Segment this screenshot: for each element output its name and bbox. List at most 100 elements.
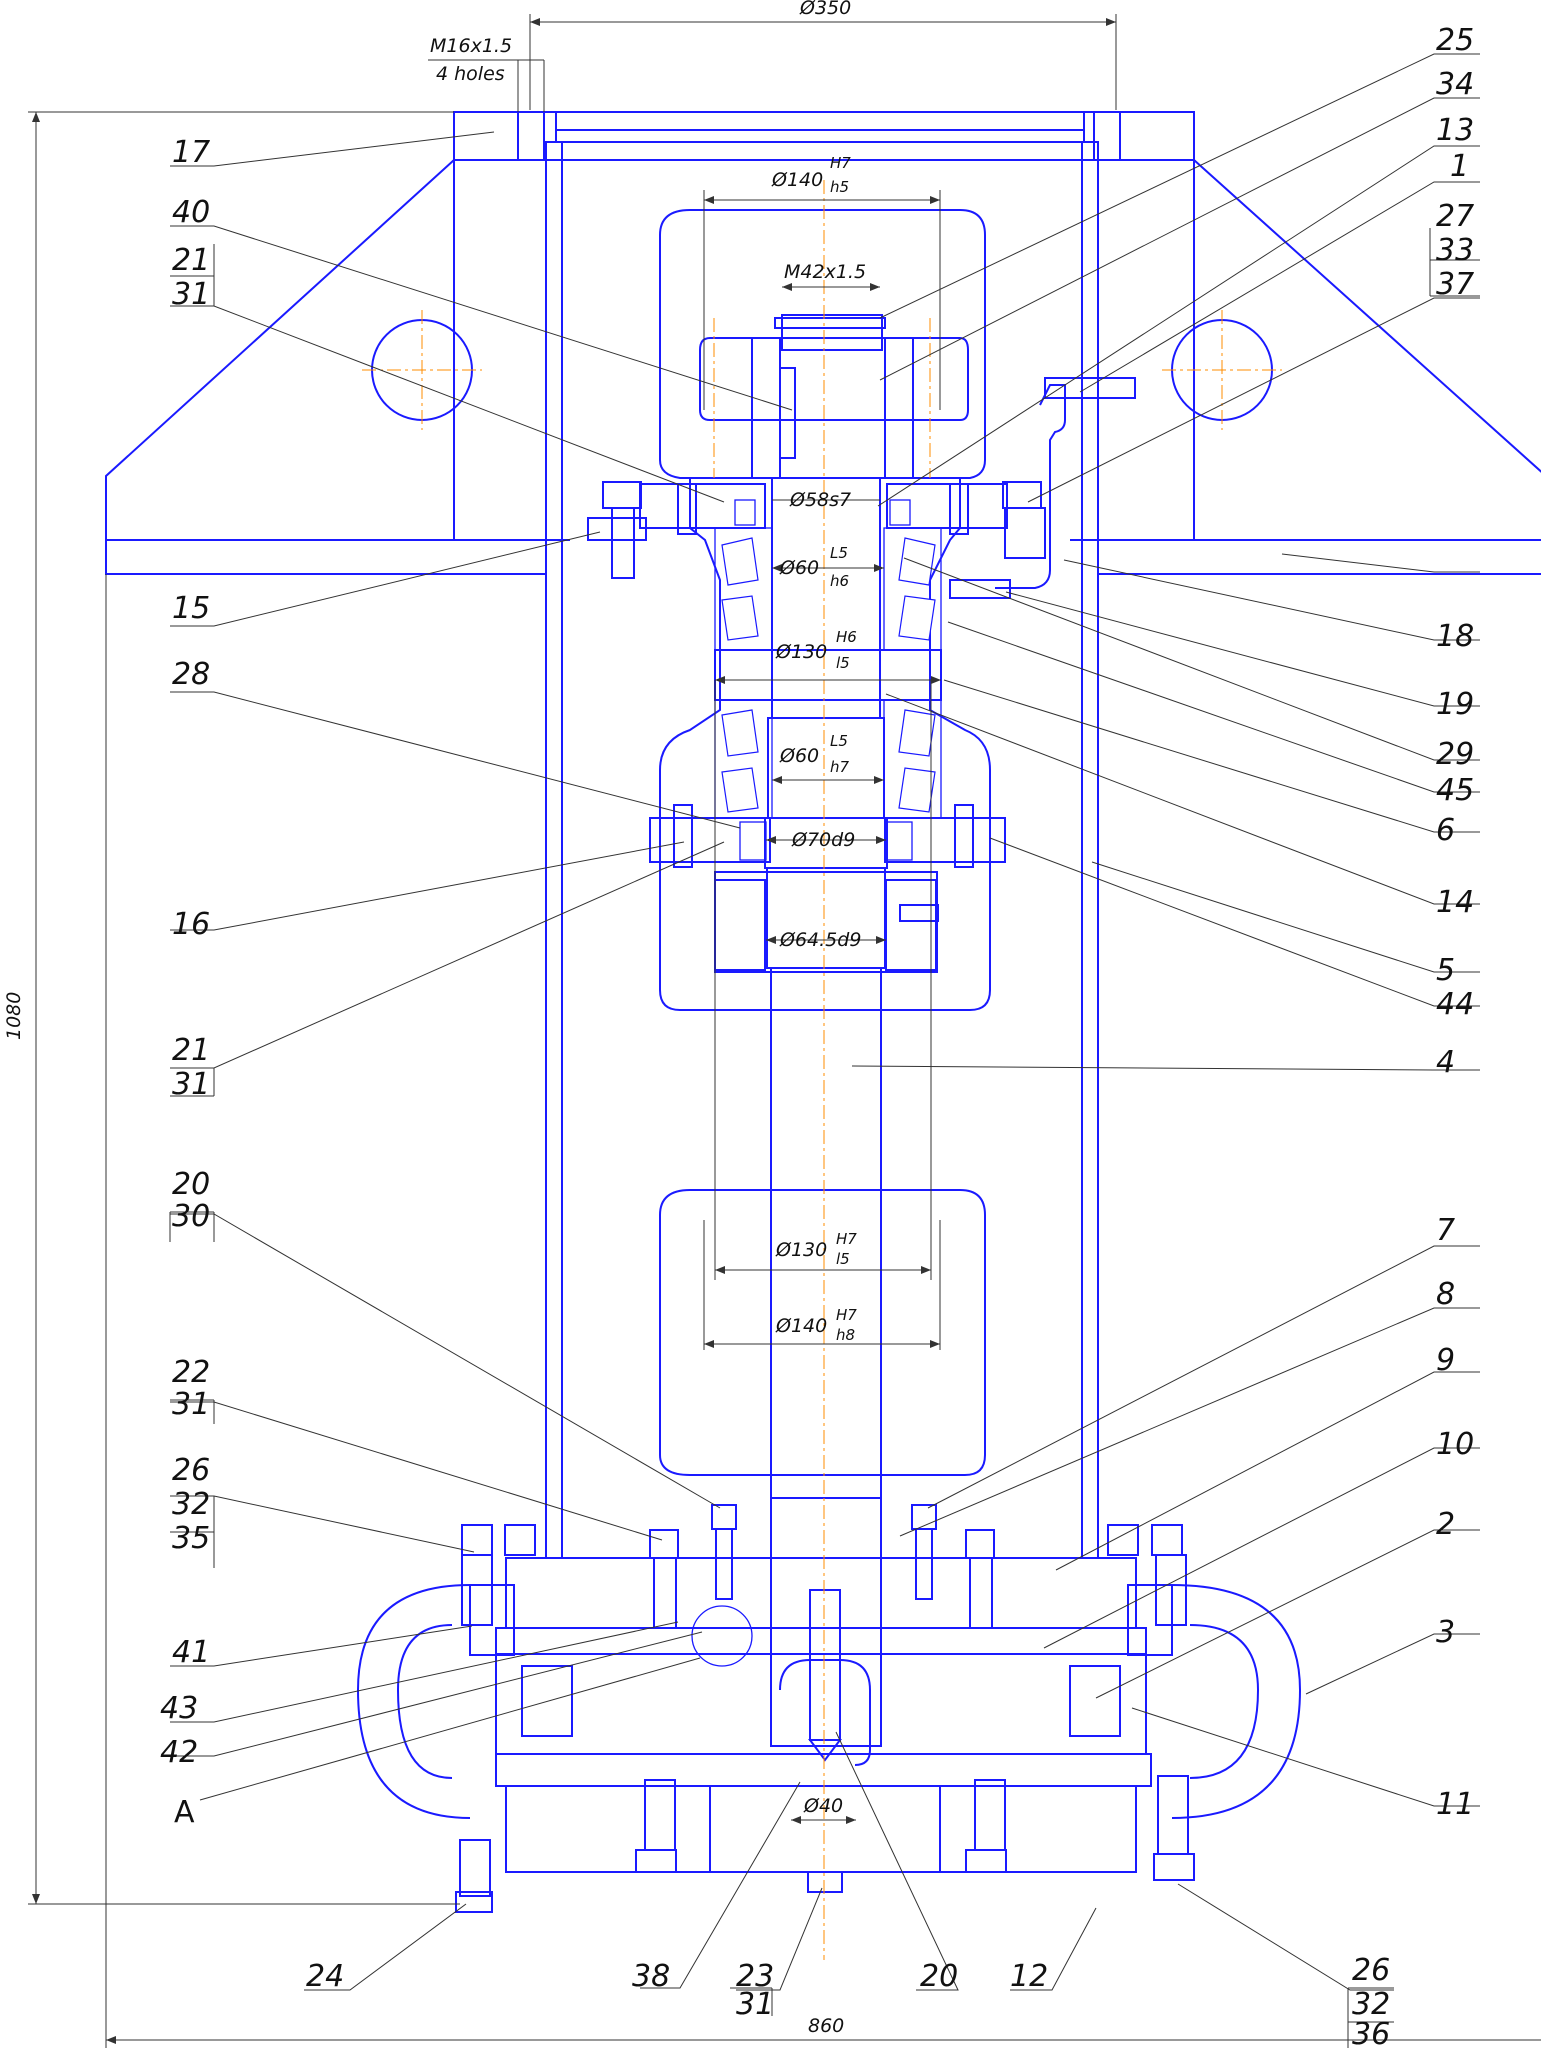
callout-8: 8 bbox=[1436, 1277, 1455, 1312]
callout-27: 27 bbox=[1436, 199, 1474, 234]
dimension-lines bbox=[28, 14, 1541, 2048]
svg-text:Ø60: Ø60 bbox=[779, 557, 819, 579]
dim-d40: Ø40 bbox=[803, 1795, 843, 1817]
callout-18: 18 bbox=[1436, 619, 1474, 654]
dim-d58: Ø58s7 bbox=[789, 489, 851, 511]
dim-d60-upper: Ø60 L5 h6 bbox=[779, 544, 849, 590]
svg-text:H7: H7 bbox=[836, 1230, 857, 1248]
svg-text:h6: h6 bbox=[830, 572, 849, 590]
callout-43: 43 bbox=[160, 1691, 198, 1726]
svg-text:h7: h7 bbox=[830, 758, 850, 776]
callout-9: 9 bbox=[1436, 1343, 1455, 1378]
svg-text:h8: h8 bbox=[836, 1326, 855, 1344]
bearing-housing bbox=[659, 477, 991, 1011]
dim-d130-upper: Ø130 H6 l5 bbox=[775, 628, 857, 672]
callout-4: 4 bbox=[1436, 1045, 1455, 1080]
callout-40: 40 bbox=[172, 195, 210, 230]
callout-23: 23 bbox=[736, 1959, 774, 1994]
dim-nut-thread: M42x1.5 bbox=[784, 261, 866, 283]
callout-10: 10 bbox=[1436, 1427, 1474, 1462]
callout-2: 2 bbox=[1436, 1507, 1455, 1542]
callout-3: 3 bbox=[1436, 1615, 1455, 1650]
spindle-nut bbox=[699, 337, 969, 421]
dim-d130-lower: Ø130 H7 l5 bbox=[775, 1230, 857, 1268]
callout-30: 30 bbox=[172, 1199, 210, 1234]
svg-text:Ø130: Ø130 bbox=[775, 1239, 827, 1261]
column-left bbox=[545, 141, 563, 1559]
svg-text:l5: l5 bbox=[836, 654, 850, 672]
callout-13: 13 bbox=[1436, 113, 1474, 148]
callout-38: 38 bbox=[632, 1959, 670, 1994]
callout-41: 41 bbox=[172, 1635, 210, 1670]
svg-text:H6: H6 bbox=[836, 628, 857, 646]
callout-15: 15 bbox=[172, 591, 210, 626]
callout-1: 1 bbox=[1450, 149, 1469, 184]
lower-box bbox=[659, 1189, 986, 1476]
leader-lines bbox=[169, 53, 1480, 2048]
upper-head bbox=[659, 209, 986, 479]
callout-42: 42 bbox=[160, 1735, 198, 1770]
callout-32: 32 bbox=[172, 1487, 210, 1522]
callout-22: 22 bbox=[172, 1355, 210, 1390]
callout-21: 21 bbox=[172, 1033, 210, 1068]
dim-overall-width: 860 bbox=[808, 2015, 844, 2037]
callout-17: 17 bbox=[172, 135, 210, 170]
callout-33: 33 bbox=[1436, 233, 1474, 268]
dim-d60-lower: Ø60 L5 h7 bbox=[779, 732, 850, 776]
callout-A: A bbox=[174, 1795, 195, 1830]
dim-d140-upper: Ø140 H7 h5 bbox=[771, 154, 851, 196]
dim-d64: Ø64.5d9 bbox=[779, 929, 861, 951]
svg-text:H7: H7 bbox=[830, 154, 851, 172]
callout-44: 44 bbox=[1436, 987, 1474, 1022]
callout-35: 35 bbox=[172, 1521, 210, 1556]
callout-21: 21 bbox=[172, 243, 210, 278]
housing-geometry bbox=[105, 111, 1541, 1960]
lube-line bbox=[995, 384, 1066, 589]
callout-36: 36 bbox=[1352, 2017, 1390, 2048]
callout-11: 11 bbox=[1436, 1787, 1474, 1822]
dim-thread-holes: 4 holes bbox=[436, 63, 505, 85]
svg-text:Ø60: Ø60 bbox=[779, 745, 819, 767]
callout-24: 24 bbox=[306, 1959, 344, 1994]
svg-text:Ø140: Ø140 bbox=[771, 169, 823, 191]
callout-34: 34 bbox=[1436, 67, 1474, 102]
svg-text:L5: L5 bbox=[830, 544, 848, 562]
column-right bbox=[1081, 141, 1099, 1559]
right-rib bbox=[1097, 157, 1541, 575]
dim-top-diameter: Ø350 bbox=[799, 0, 851, 19]
dim-d70: Ø70d9 bbox=[791, 829, 855, 851]
callout-20: 20 bbox=[920, 1959, 958, 1994]
callout-31: 31 bbox=[172, 277, 210, 312]
callout-16: 16 bbox=[172, 907, 210, 942]
svg-text:Ø130: Ø130 bbox=[775, 641, 827, 663]
callout-25: 25 bbox=[1436, 23, 1474, 58]
callout-19: 19 bbox=[1436, 687, 1474, 722]
side-frame-right bbox=[1171, 1584, 1302, 1819]
dim-d140-lower: Ø140 H7 h8 bbox=[775, 1306, 857, 1344]
svg-text:H7: H7 bbox=[836, 1306, 857, 1324]
svg-text:Ø140: Ø140 bbox=[775, 1315, 827, 1337]
base-bolts bbox=[455, 1504, 1195, 1913]
callout-26: 26 bbox=[1352, 1953, 1390, 1988]
svg-text:L5: L5 bbox=[830, 732, 848, 750]
callout-12: 12 bbox=[1010, 1959, 1048, 1994]
callouts: 17 40 21 31 15 28 16 21 31 20 30 22 31 2… bbox=[160, 23, 1474, 2048]
callout-5: 5 bbox=[1436, 953, 1455, 988]
main-shaft-4 bbox=[770, 967, 882, 1499]
dim-overall-height: 1080 bbox=[3, 992, 25, 1040]
callout-45: 45 bbox=[1436, 773, 1474, 808]
dim-thread-spec: M16x1.5 bbox=[430, 35, 512, 57]
callout-14: 14 bbox=[1436, 885, 1474, 920]
callout-32: 32 bbox=[1352, 1987, 1390, 2022]
svg-text:l5: l5 bbox=[836, 1250, 850, 1268]
callout-20: 20 bbox=[172, 1167, 210, 1202]
callout-37: 37 bbox=[1436, 267, 1474, 302]
callout-31: 31 bbox=[172, 1387, 210, 1422]
detail-a-circle bbox=[691, 1605, 753, 1667]
spindle-upper bbox=[771, 477, 881, 719]
callout-28: 28 bbox=[172, 657, 210, 692]
svg-text:h5: h5 bbox=[830, 178, 849, 196]
callout-31: 31 bbox=[172, 1067, 210, 1102]
callout-29: 29 bbox=[1436, 737, 1474, 772]
